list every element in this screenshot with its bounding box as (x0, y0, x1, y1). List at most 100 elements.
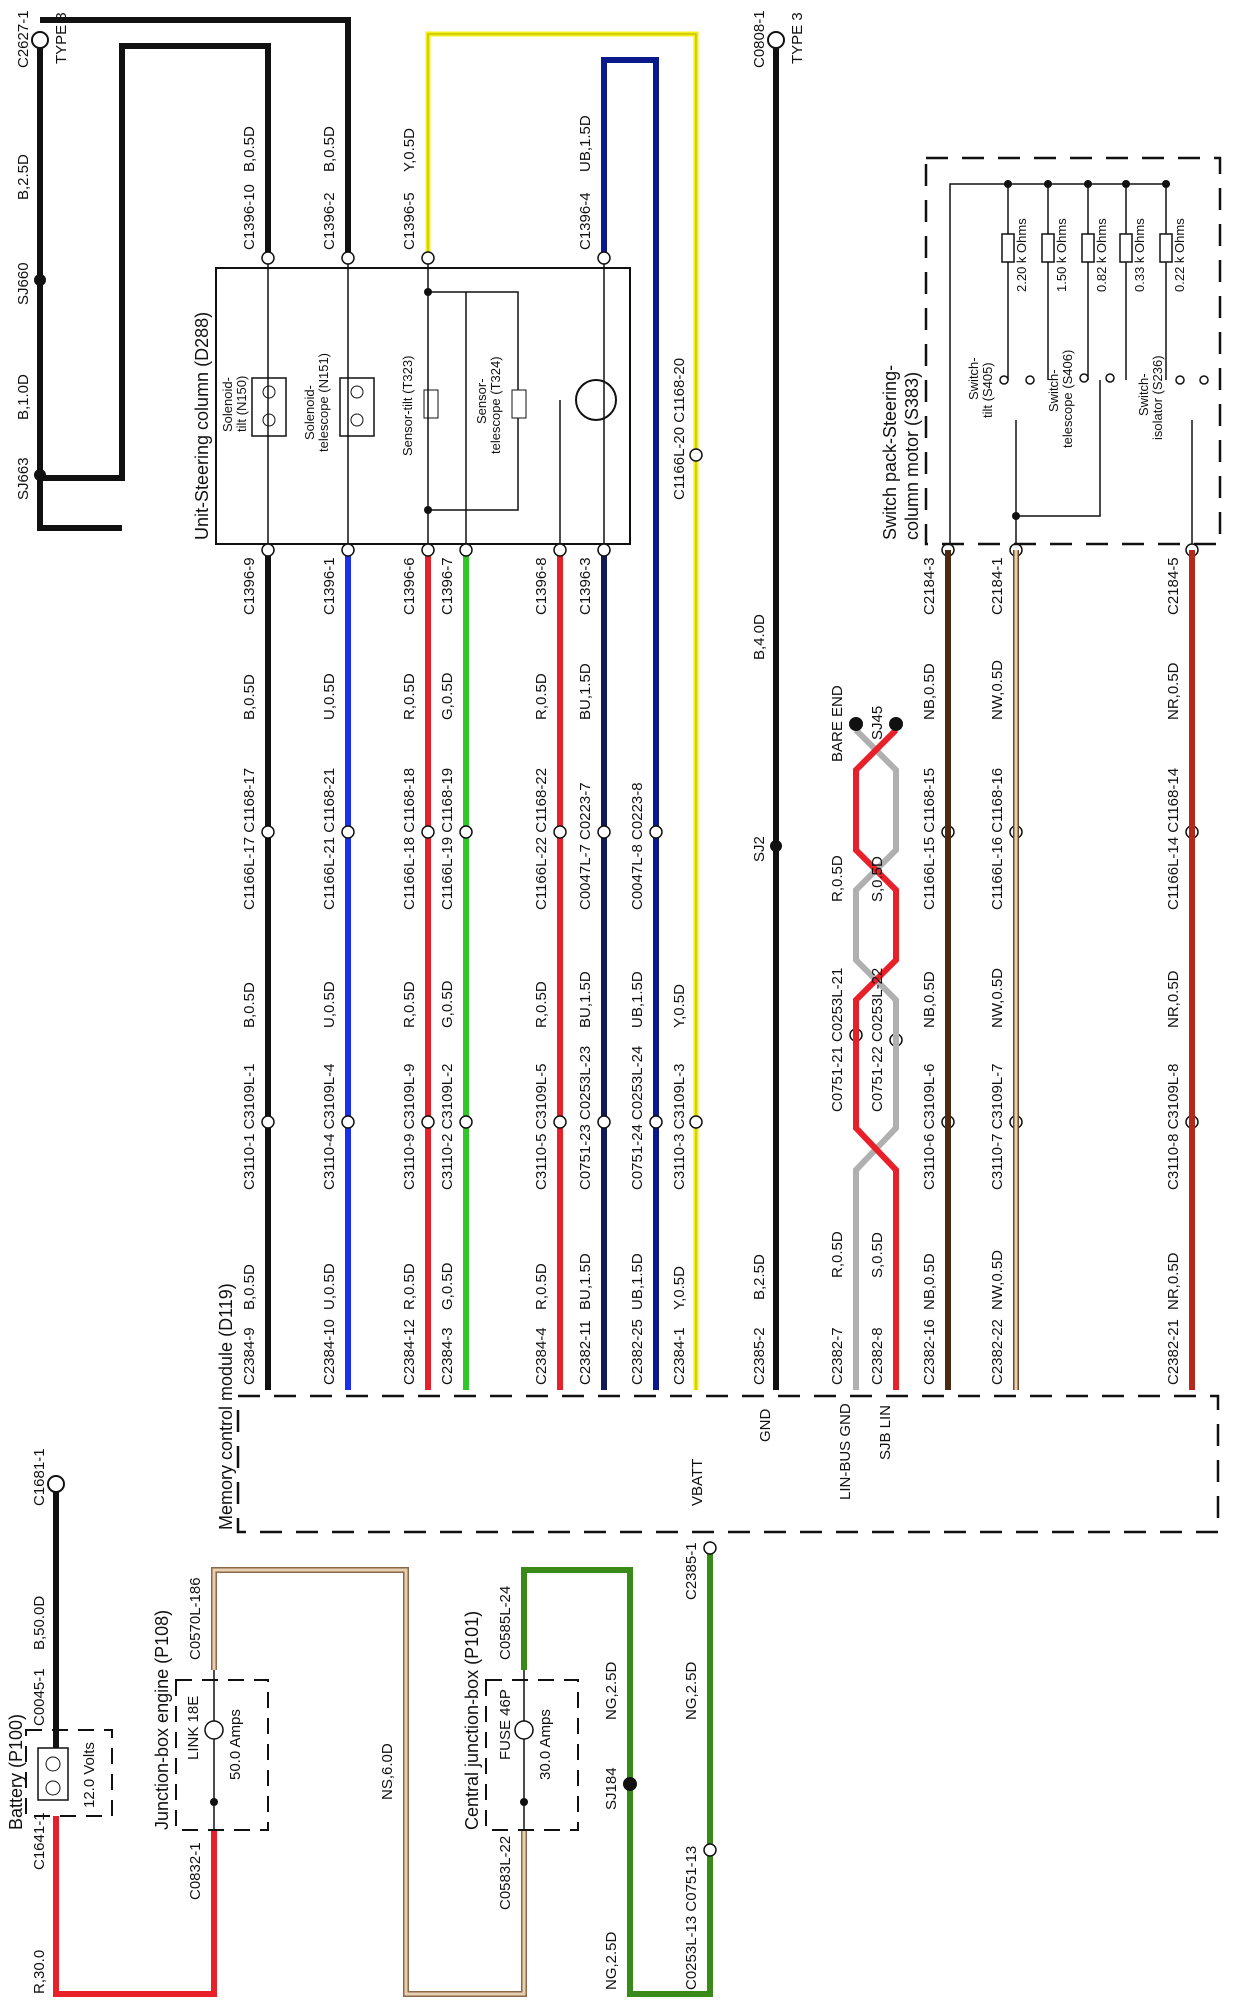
wire-label-r1: G,0.5D (439, 672, 456, 720)
conn-label-r1: C1396-1 (321, 557, 338, 615)
wire-label-r2: BU,1.5D (577, 971, 594, 1028)
right-labels: C2184-3 C2184-1 C2184-5 NW,0.5D NR,0.5D … (921, 557, 1182, 1310)
resistor-labels: 2.20 k Ohms 1.50 k Ohms 0.82 k Ohms 0.33… (1014, 218, 1187, 292)
sensor-tilt-resistor (423, 389, 439, 419)
wire-label-r3: BU,1.5D (577, 1253, 594, 1310)
battery-volts-label: 12.0 Volts (81, 1742, 98, 1808)
switch-telescope-label-1: Switch- (1046, 369, 1061, 412)
c0751-13-label: C0253L-13 C0751-13 (683, 1846, 700, 1990)
sp-bus (949, 183, 1170, 544)
right-conn-3: C3110-6 C3109L-6 (921, 1064, 938, 1190)
switch-isolator-label-2: isolator (S236) (1150, 355, 1165, 440)
resistor-value: 0.22 k Ohms (1172, 218, 1187, 292)
solenoid-telescope-coil-b (350, 413, 364, 427)
sp-node (1084, 180, 1092, 188)
right-conn-top: C2184-1 (989, 557, 1006, 615)
conn-mark (597, 251, 611, 265)
wire-label-r1: B,0.5D (241, 674, 258, 720)
conn-label-r2: C1166L-19 C1168-19 (439, 768, 456, 910)
sp-node (1044, 180, 1052, 188)
pin-vbatt: VBATT (689, 1459, 706, 1506)
lin-c21-label: C0751-21 C0253L-21 (829, 968, 846, 1112)
conn-label-r1: C1396-3 (577, 557, 594, 615)
conn-mark (341, 543, 355, 557)
ground-c2627-type: TYPE 3 (53, 12, 70, 64)
sp-node (1122, 180, 1130, 188)
wire-black-ground-loop-inner (40, 43, 271, 481)
splice-sj663 (34, 469, 46, 481)
conn-mark (341, 825, 355, 839)
sensor-telescope-label-2: telescope (T324) (488, 356, 503, 454)
switch-pack-label-2: column motor (S383) (902, 372, 922, 540)
right-wire-3: NR,0.5D (1165, 1252, 1182, 1310)
conn-label-r1: C1396-7 (439, 557, 456, 615)
wire-label-r2: R,0.5D (533, 981, 550, 1028)
conn-mark (261, 543, 275, 557)
right-conn-2: C1166L-16 C1168-16 (989, 768, 1006, 910)
c0585-label: C0585L-24 (497, 1586, 514, 1660)
module-conn: C2382-8 (869, 1327, 886, 1385)
wire-red-r30 (53, 1816, 217, 1997)
module-conn: C2384-10 (321, 1319, 338, 1385)
right-conn-top: C2184-5 (1165, 557, 1182, 615)
battery-minus-icon (45, 1780, 61, 1796)
module-conn: C2382-7 (829, 1327, 846, 1385)
link-label: LINK 18E (185, 1696, 202, 1760)
fusible-link-icon (204, 1720, 224, 1740)
right-conn-2: C1166L-14 C1168-14 (1165, 768, 1182, 910)
conn-label-top: C1396-5 (401, 192, 418, 250)
pin-sjb-lin: SJB LIN (877, 1405, 894, 1460)
right-wire-2: NB,0.5D (921, 971, 938, 1028)
conn-mark (689, 1115, 703, 1129)
right-wire-1: NW,0.5D (989, 660, 1006, 720)
wire-label-r3: U,0.5D (321, 1263, 338, 1310)
module-conn: C2385-2 (751, 1327, 768, 1385)
sj184-label: SJ184 (603, 1767, 620, 1810)
contact (1199, 375, 1209, 385)
conn-mark (261, 1115, 275, 1129)
conn-mark (421, 543, 435, 557)
c1641-label: C1641-1 (31, 1812, 48, 1870)
switch-tilt-label-1: Switch- (966, 357, 981, 400)
wire-label-r3: B,0.5D (241, 1264, 258, 1310)
conn-mark (597, 1115, 611, 1129)
ng-c-label: NG,2.5D (683, 1661, 700, 1720)
splice-sj660 (34, 274, 46, 286)
right-wire-2: NR,0.5D (1165, 970, 1182, 1028)
c0570-label: C0570L-186 (187, 1577, 204, 1660)
wire-label-r2: B,0.5D (241, 982, 258, 1028)
module-conn: C2382-11 (577, 1320, 594, 1385)
ng-a-label: NG,2.5D (603, 1661, 620, 1720)
conn-label-r3: C3110-3 C3109L-3 (671, 1064, 688, 1190)
conn-mark (261, 825, 275, 839)
right-conn-3: C3110-7 C3109L-7 (989, 1064, 1006, 1190)
ground-c0808-type: TYPE 3 (789, 12, 806, 64)
lin-r1-label: R,0.5D (829, 855, 846, 902)
conn-label-r3: C3110-2 C3109L-2 (439, 1064, 456, 1190)
ns6-label: NS,6.0D (379, 1743, 396, 1800)
ground-c1681-id: C1681-1 (31, 1448, 48, 1506)
module-conn-labels: C2384-9 C2384-10 C2384-12 C2384-3 C2384-… (241, 1319, 1182, 1385)
c0583-label: C0583L-22 (497, 1836, 514, 1910)
module-conn: C2384-9 (241, 1327, 258, 1385)
switch-pack-box (924, 156, 1222, 546)
wire-label-r1: U,0.5D (321, 673, 338, 720)
wire-label-r3: UB,1.5D (629, 1253, 646, 1310)
module-conn: C2384-12 (401, 1319, 418, 1385)
wire-label-top: UB,1.5D (577, 115, 594, 172)
battery-box (25, 1729, 113, 1817)
conn-mark (459, 825, 473, 839)
battery-plus-icon (45, 1756, 61, 1772)
switch-telescope-label-2: telescope (S406) (1060, 350, 1075, 448)
right-wire-3: NW,0.5D (989, 1250, 1006, 1310)
ground-c2627-id: C2627-1 (15, 10, 32, 68)
c0832-label: C0832-1 (187, 1842, 204, 1900)
jb-engine-label: Junction-box engine (P108) (152, 1610, 172, 1830)
resistor-value: 0.33 k Ohms (1132, 218, 1147, 292)
wire-label-top: Y,0.5D (401, 128, 418, 172)
cjb-node (520, 1798, 528, 1806)
ground-c0808-id: C0808-1 (751, 10, 768, 68)
sp-resistor (1001, 233, 1015, 263)
memory-module-label: Memory control module (D119) (216, 1283, 236, 1530)
unit-steering-column-label: Unit-Steering column (D288) (192, 312, 212, 540)
